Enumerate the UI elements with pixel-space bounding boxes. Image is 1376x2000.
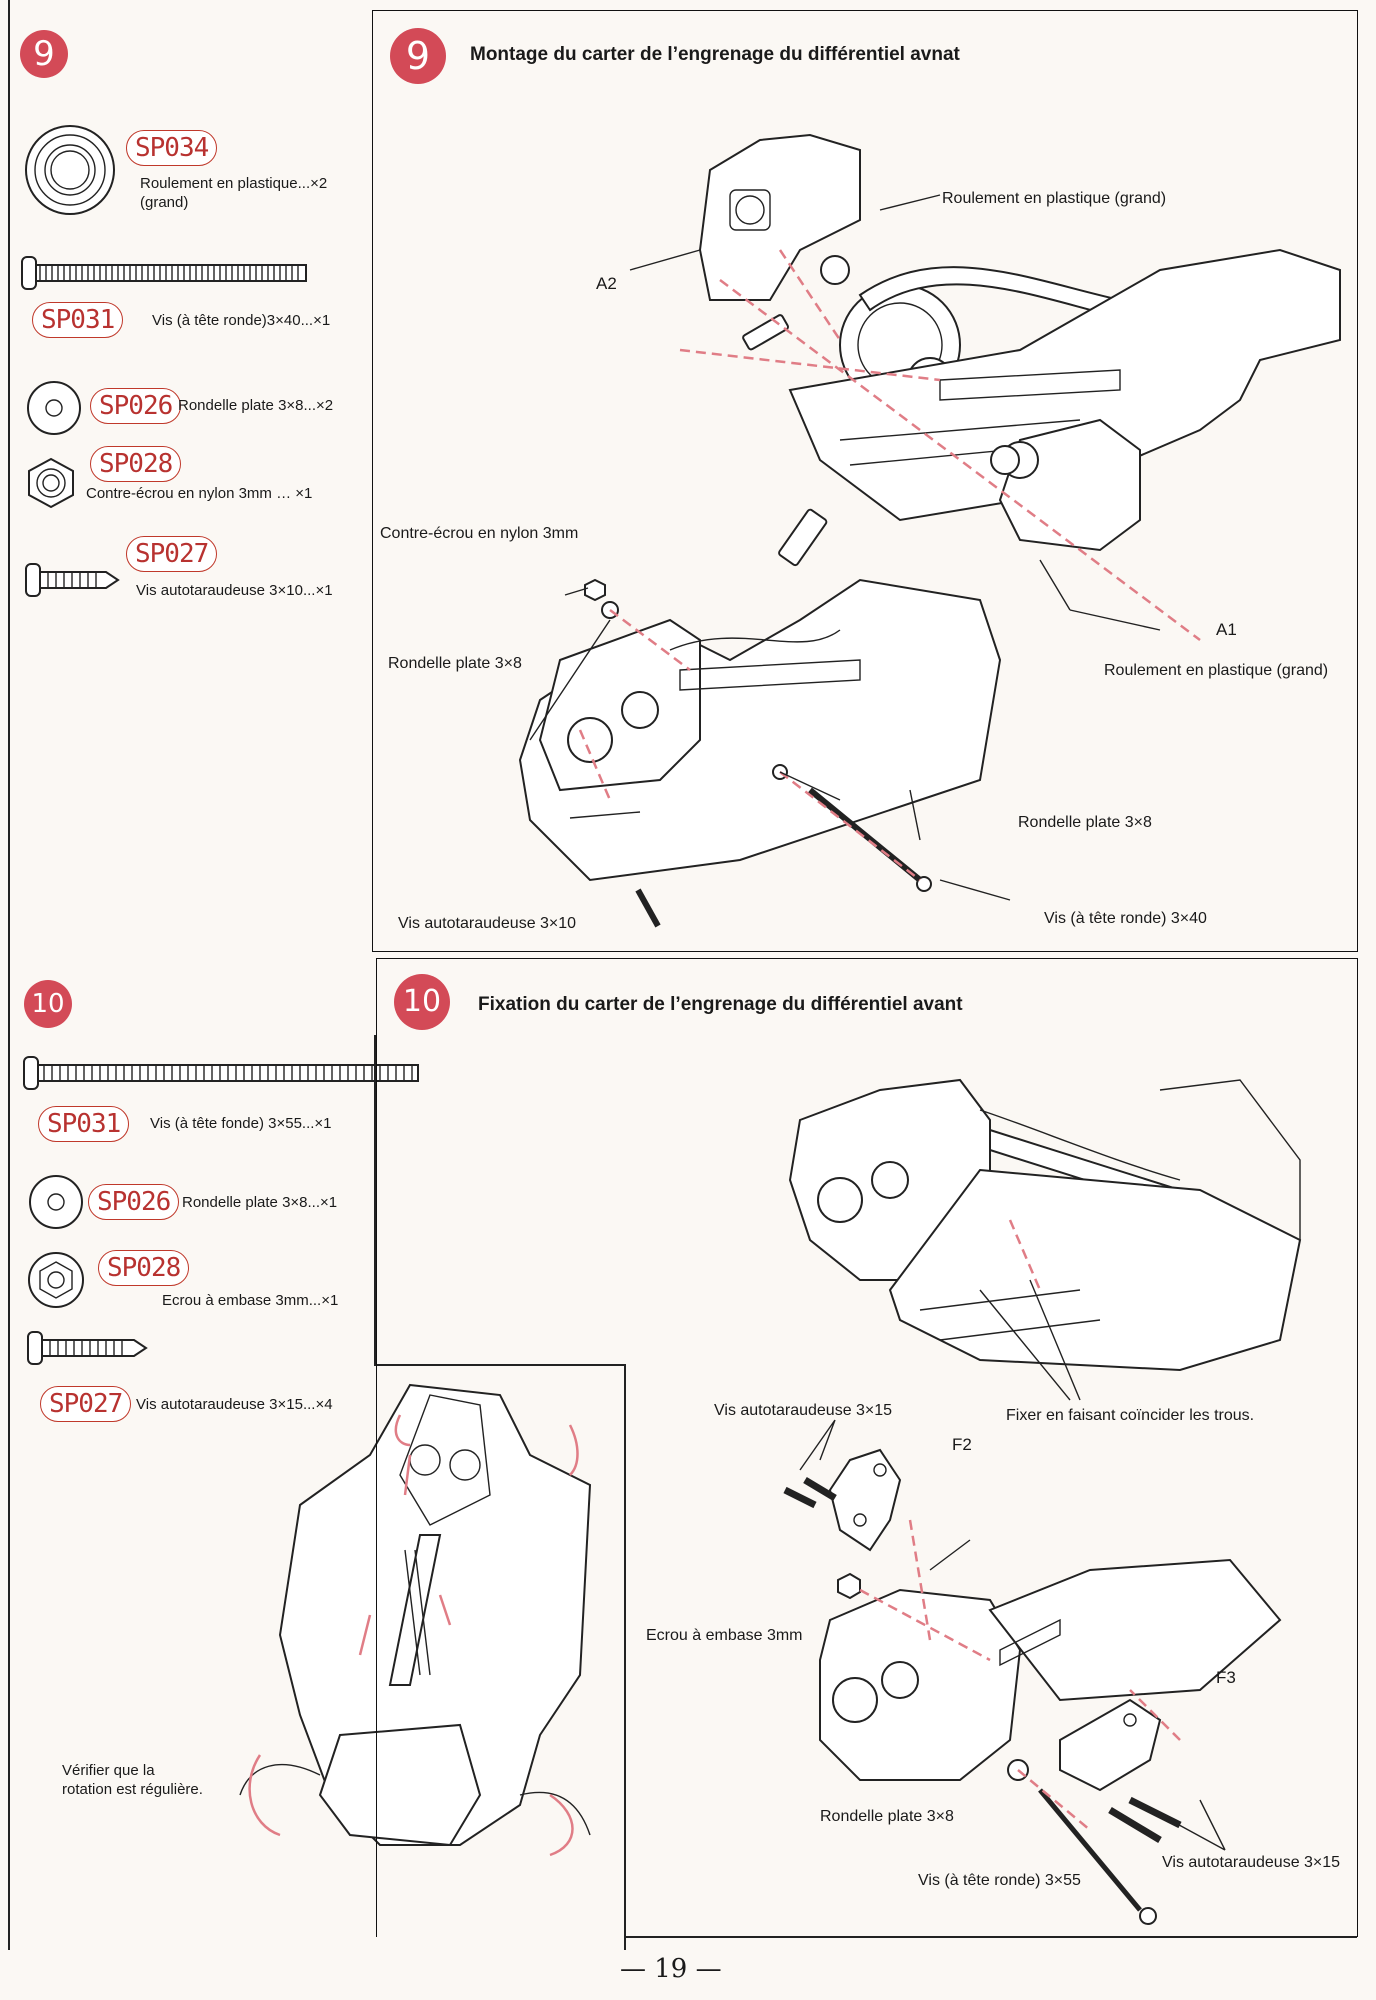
- callout-screw-right: Vis (à tête ronde) 3×40: [1044, 910, 1207, 927]
- part-desc2-sp034: (grand): [140, 194, 189, 211]
- callout-locknut: Contre-écrou en nylon 3mm: [380, 525, 579, 542]
- part-desc-sp026-b: Rondelle plate 3×8...×1: [182, 1194, 338, 1211]
- self-tapping-screw-15-icon: [27, 1331, 148, 1365]
- callout-f2: F2: [952, 1435, 972, 1454]
- panel-10-title: Fixation du carter de l’engrenage du dif…: [478, 994, 963, 1015]
- step-9-panel: [372, 10, 1358, 952]
- part-code-sp031-b: SP031: [38, 1106, 130, 1142]
- left-column-divider: [8, 0, 10, 1950]
- step-9-assembly-illustration: [518, 133, 1341, 928]
- step-10-panel: [376, 958, 1358, 1937]
- part-desc-sp031: Vis (à tête ronde)3×40...×1: [152, 312, 331, 329]
- check-rotation-line1: Vérifier que la: [62, 1762, 155, 1779]
- callout-bearing-bottom: Roulement en plastique (grand): [1104, 662, 1329, 679]
- step-10-upper-illustration: [788, 1078, 1302, 1401]
- plastic-bearing-icon: [25, 125, 115, 215]
- callout-screw-long: Vis (à tête ronde) 3×55: [918, 1872, 1081, 1889]
- round-head-screw-40-icon: [21, 256, 307, 290]
- callout-bearing-top: Roulement en plastique (grand): [942, 190, 1167, 207]
- part-desc-sp028: Contre-écrou en nylon 3mm … ×1: [86, 485, 313, 502]
- part-code-sp028-b: SP028: [98, 1250, 190, 1286]
- flat-washer-icon: [27, 381, 81, 435]
- flat-washer-icon-b: [29, 1175, 83, 1229]
- step-10-parts-box-border: [374, 1035, 376, 1365]
- step-10-badge: 10: [24, 980, 72, 1028]
- callout-a1: A1: [1216, 620, 1237, 639]
- step-10-lower-illustration: [783, 1419, 1282, 1925]
- panel-10-badge: 10: [394, 974, 450, 1030]
- part-desc-sp026: Rondelle plate 3×8...×2: [178, 397, 334, 414]
- part-desc-sp034: Roulement en plastique...×2: [140, 175, 328, 192]
- nylon-locknut-icon: [28, 457, 74, 509]
- callout-washer-left: Rondelle plate 3×8: [388, 655, 522, 672]
- callout-screw-bottom: Vis autotaraudeuse 3×15: [1162, 1854, 1341, 1871]
- self-tapping-screw-10-icon: [25, 563, 120, 597]
- step-10-parts-box-right: [624, 1364, 626, 1950]
- part-code-sp027: SP027: [126, 536, 218, 572]
- page-number: — 19 —: [620, 1954, 722, 1984]
- part-code-sp034: SP034: [126, 130, 218, 166]
- part-desc-sp027: Vis autotaraudeuse 3×10...×1: [136, 582, 333, 599]
- callout-flange-nut: Ecrou à embase 3mm: [646, 1627, 803, 1644]
- round-head-screw-55-icon: [23, 1056, 419, 1090]
- part-code-sp027-b: SP027: [40, 1386, 132, 1422]
- part-desc-sp031-b: Vis (à tête fonde) 3×55...×1: [150, 1115, 332, 1132]
- step-10-panel-bottom: [624, 1936, 1357, 1938]
- part-code-sp031: SP031: [32, 302, 124, 338]
- callout-washer: Rondelle plate 3×8: [820, 1808, 954, 1825]
- chassis-rotation-check-illustration: [239, 1383, 592, 1857]
- panel-9-badge: 9: [390, 28, 446, 84]
- callout-screw-top: Vis autotaraudeuse 3×15: [714, 1402, 893, 1419]
- check-rotation-line2: rotation est régulière.: [62, 1781, 203, 1798]
- step-10-parts-box-bottom: [374, 1364, 626, 1366]
- flange-nut-icon: [28, 1252, 84, 1308]
- part-code-sp028: SP028: [90, 446, 182, 482]
- part-desc-sp028-b: Ecrou à embase 3mm...×1: [162, 1292, 339, 1309]
- part-code-sp026: SP026: [90, 388, 182, 424]
- callout-f3: F3: [1216, 1668, 1236, 1687]
- panel-9-title: Montage du carter de l’engrenage du diff…: [470, 44, 960, 65]
- part-desc-sp027-b: Vis autotaraudeuse 3×15...×4: [136, 1396, 333, 1413]
- callout-a2: A2: [596, 274, 617, 293]
- callout-screw-left: Vis autotaraudeuse 3×10: [398, 915, 577, 932]
- part-code-sp026-b: SP026: [88, 1184, 180, 1220]
- callout-align-holes: Fixer en faisant coïncider les trous.: [1006, 1407, 1255, 1424]
- callout-washer-right: Rondelle plate 3×8: [1018, 814, 1152, 831]
- step-9-badge: 9: [20, 30, 68, 78]
